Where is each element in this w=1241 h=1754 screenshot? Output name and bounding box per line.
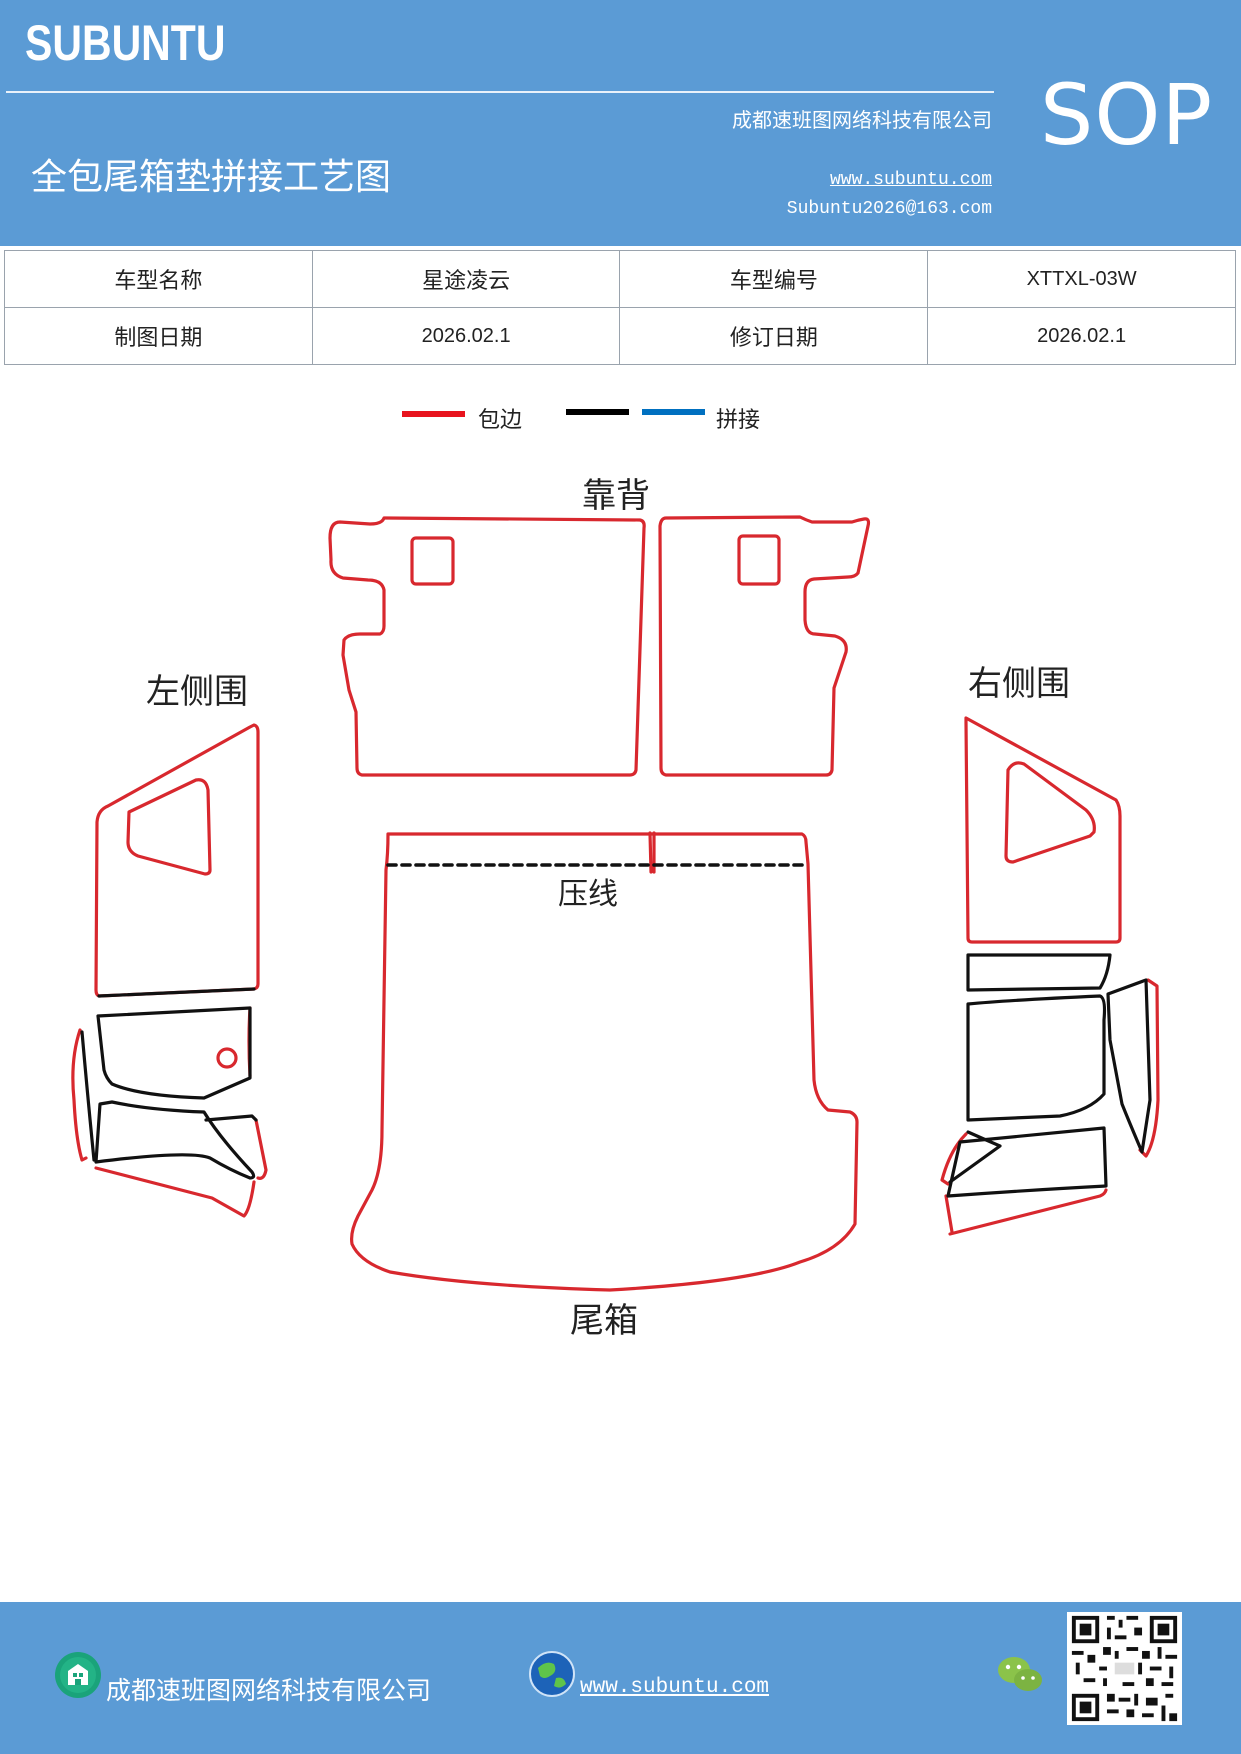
footer-website-link[interactable]: www.subuntu.com [580, 1676, 770, 1699]
left-side-label: 左侧围 [146, 672, 248, 712]
model-code-label: 车型编号 [619, 250, 929, 308]
right-side-window-cutout [1004, 761, 1096, 864]
left-side-upper-panel [94, 723, 260, 998]
wechat-icon[interactable] [996, 1653, 1044, 1695]
left-lower-hole [216, 1047, 238, 1069]
right-lower-edge-left [944, 1194, 954, 1234]
document-title: 全包尾箱垫拼接工艺图 [31, 157, 392, 198]
left-lower-edge-tip [254, 1118, 268, 1180]
draw-date-label: 制图日期 [4, 307, 313, 365]
left-lower-edge-bottom [94, 1166, 256, 1218]
draw-date-value: 2026.02.1 [311, 307, 621, 365]
right-lower-edge-bottom [948, 1188, 1108, 1236]
header-company-name: 成都速班图网络科技有限公司 [732, 108, 992, 132]
vehicle-info-table: 车型名称 星途凌云 车型编号 XTTXL-03W 制图日期 2026.02.1 … [4, 250, 1236, 365]
backrest-label: 靠背 [582, 476, 650, 516]
model-name-label: 车型名称 [4, 250, 313, 308]
header-divider [6, 91, 994, 93]
legend-seam-swatch [642, 409, 705, 415]
left-lower-piece-a [96, 1006, 252, 1100]
table-row: 制图日期 2026.02.1 修订日期 2026.02.1 [4, 307, 1236, 365]
right-lower-edge-tip [940, 1132, 968, 1186]
trunk-label: 尾箱 [570, 1301, 638, 1341]
left-side-window-cutout [126, 778, 212, 876]
brand-logo: SUBUNTU [25, 15, 226, 71]
qr-code-pattern [1068, 1612, 1181, 1725]
header-email[interactable]: Subuntu2026@163.com [786, 199, 992, 219]
header-banner [0, 0, 1241, 246]
left-lower-edge-outer [71, 1028, 88, 1162]
table-row: 车型名称 星途凌云 车型编号 XTTXL-03W [4, 250, 1236, 308]
right-side-label: 右侧围 [968, 664, 1070, 704]
backrest-left-cutout [410, 536, 455, 586]
backrest-right-cutout [737, 534, 781, 586]
header-website-link[interactable]: www.subuntu.com [829, 170, 992, 190]
legend-seam-label: 拼接 [716, 408, 761, 433]
trunk-main-panel [350, 832, 859, 1292]
model-code-value: XTTXL-03W [927, 250, 1236, 308]
building-icon [55, 1652, 101, 1698]
sop-badge: SOP [1040, 66, 1214, 164]
qr-code [1067, 1612, 1182, 1725]
backrest-left-panel [328, 516, 646, 777]
legend-black-swatch [566, 409, 629, 415]
left-seam-top [97, 987, 256, 998]
right-lower-piece-a [966, 994, 1107, 1122]
footer-company-name: 成都速班图网络科技有限公司 [106, 1676, 432, 1705]
right-side-upper-panel [964, 716, 1122, 944]
model-name-value: 星途凌云 [311, 250, 621, 308]
backrest-right-panel [658, 515, 871, 777]
legend-binding-label: 包边 [478, 408, 523, 433]
right-lower-piece-c [946, 1126, 1108, 1198]
right-lower-piece-b [1106, 978, 1152, 1154]
left-lower-piece-c [204, 1114, 258, 1122]
right-lower-edge-outer [1138, 978, 1160, 1158]
revision-date-label: 修订日期 [619, 307, 929, 365]
left-lower-piece-b [94, 1100, 256, 1180]
right-seam-top [966, 953, 1112, 992]
right-lower-piece-d [948, 1130, 1002, 1184]
globe-icon [529, 1651, 575, 1697]
revision-date-value: 2026.02.1 [927, 307, 1236, 365]
press-line-label: 压线 [558, 877, 618, 912]
left-lower-outer-line [80, 1030, 96, 1162]
legend-binding-swatch [402, 411, 465, 417]
